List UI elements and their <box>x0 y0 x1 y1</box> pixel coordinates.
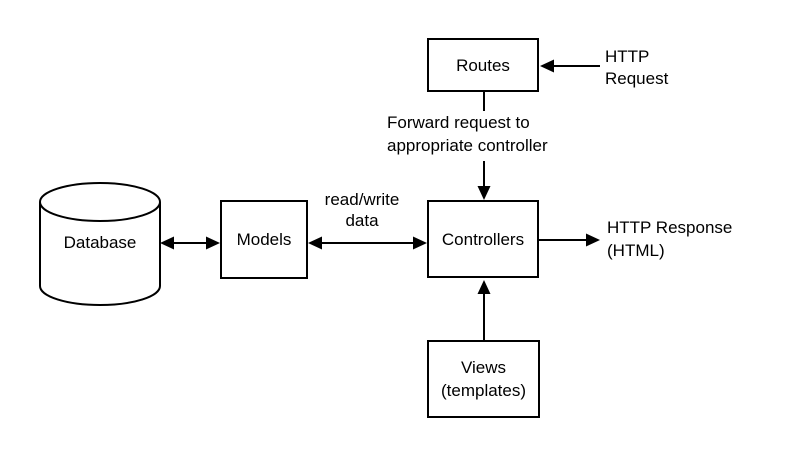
forward-request-label-line1: Forward request to <box>387 113 530 132</box>
arrow-models-controllers-bidirectional <box>308 236 427 250</box>
http-request-label-line2: Request <box>605 69 669 88</box>
http-response-label: HTTP Response (HTML) <box>607 216 732 262</box>
node-views-sublabel: (templates) <box>440 381 527 400</box>
arrow-controllers-to-http-response <box>539 233 600 247</box>
forward-request-label-line2: appropriate controller <box>387 136 548 155</box>
arrow-forward-label-to-controllers <box>477 161 491 200</box>
database-cylinder-shape <box>39 182 161 306</box>
http-response-label-line2: (HTML) <box>607 241 665 260</box>
node-database-label: Database <box>63 233 137 252</box>
read-write-data-label-line2: data <box>345 211 379 230</box>
node-models: Models <box>220 200 308 279</box>
arrow-http-request-to-routes <box>540 59 600 73</box>
node-controllers-label: Controllers <box>441 229 525 249</box>
node-views: Views (templates) <box>427 340 540 418</box>
node-models-label: Models <box>236 230 292 249</box>
read-write-data-label-line1: read/write <box>324 190 400 209</box>
node-routes-label: Routes <box>456 55 510 75</box>
node-routes: Routes <box>427 38 539 92</box>
arrow-database-models-bidirectional <box>160 236 220 250</box>
node-controllers: Controllers <box>427 200 539 278</box>
arrow-views-to-controllers <box>477 280 491 340</box>
http-request-label-line1: HTTP <box>605 47 650 66</box>
node-views-label: Views <box>460 358 507 377</box>
read-write-data-label: read/write data <box>308 189 416 231</box>
http-response-label-line1: HTTP Response <box>607 218 733 237</box>
http-request-label: HTTP Request <box>605 46 668 90</box>
forward-request-label: Forward request to appropriate controlle… <box>387 111 548 157</box>
